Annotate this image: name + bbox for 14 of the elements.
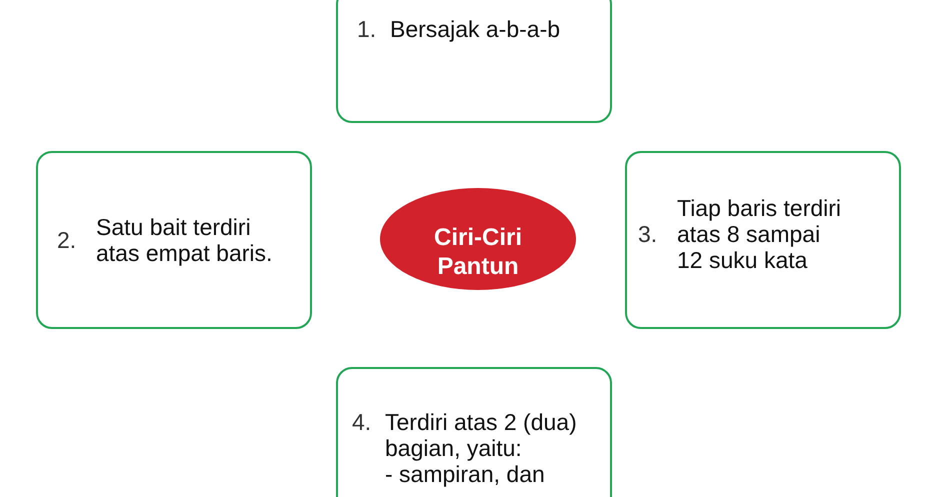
- text-card: [336, 0, 612, 123]
- list-text: Satu bait terdiri atas empat baris.: [96, 214, 274, 266]
- list-text: Bersajak a-b-a-b: [390, 16, 562, 42]
- list-number: 4.: [352, 409, 372, 435]
- list-number: 1.: [357, 16, 378, 42]
- text-card: [336, 367, 612, 497]
- list-text: - sampiran, dan: [385, 461, 546, 487]
- text-card: [625, 151, 901, 329]
- text-card: [36, 151, 312, 329]
- list-text: Tiap baris terdiri atas 8 sampai 12 suku kata: [677, 195, 842, 273]
- list-text: Terdiri atas 2 (dua) bagian, yaitu:: [385, 409, 578, 461]
- list-number: 2.: [57, 227, 78, 253]
- topic-title: Ciri-Ciri Pantun: [432, 223, 523, 281]
- list-number: 3.: [638, 221, 658, 247]
